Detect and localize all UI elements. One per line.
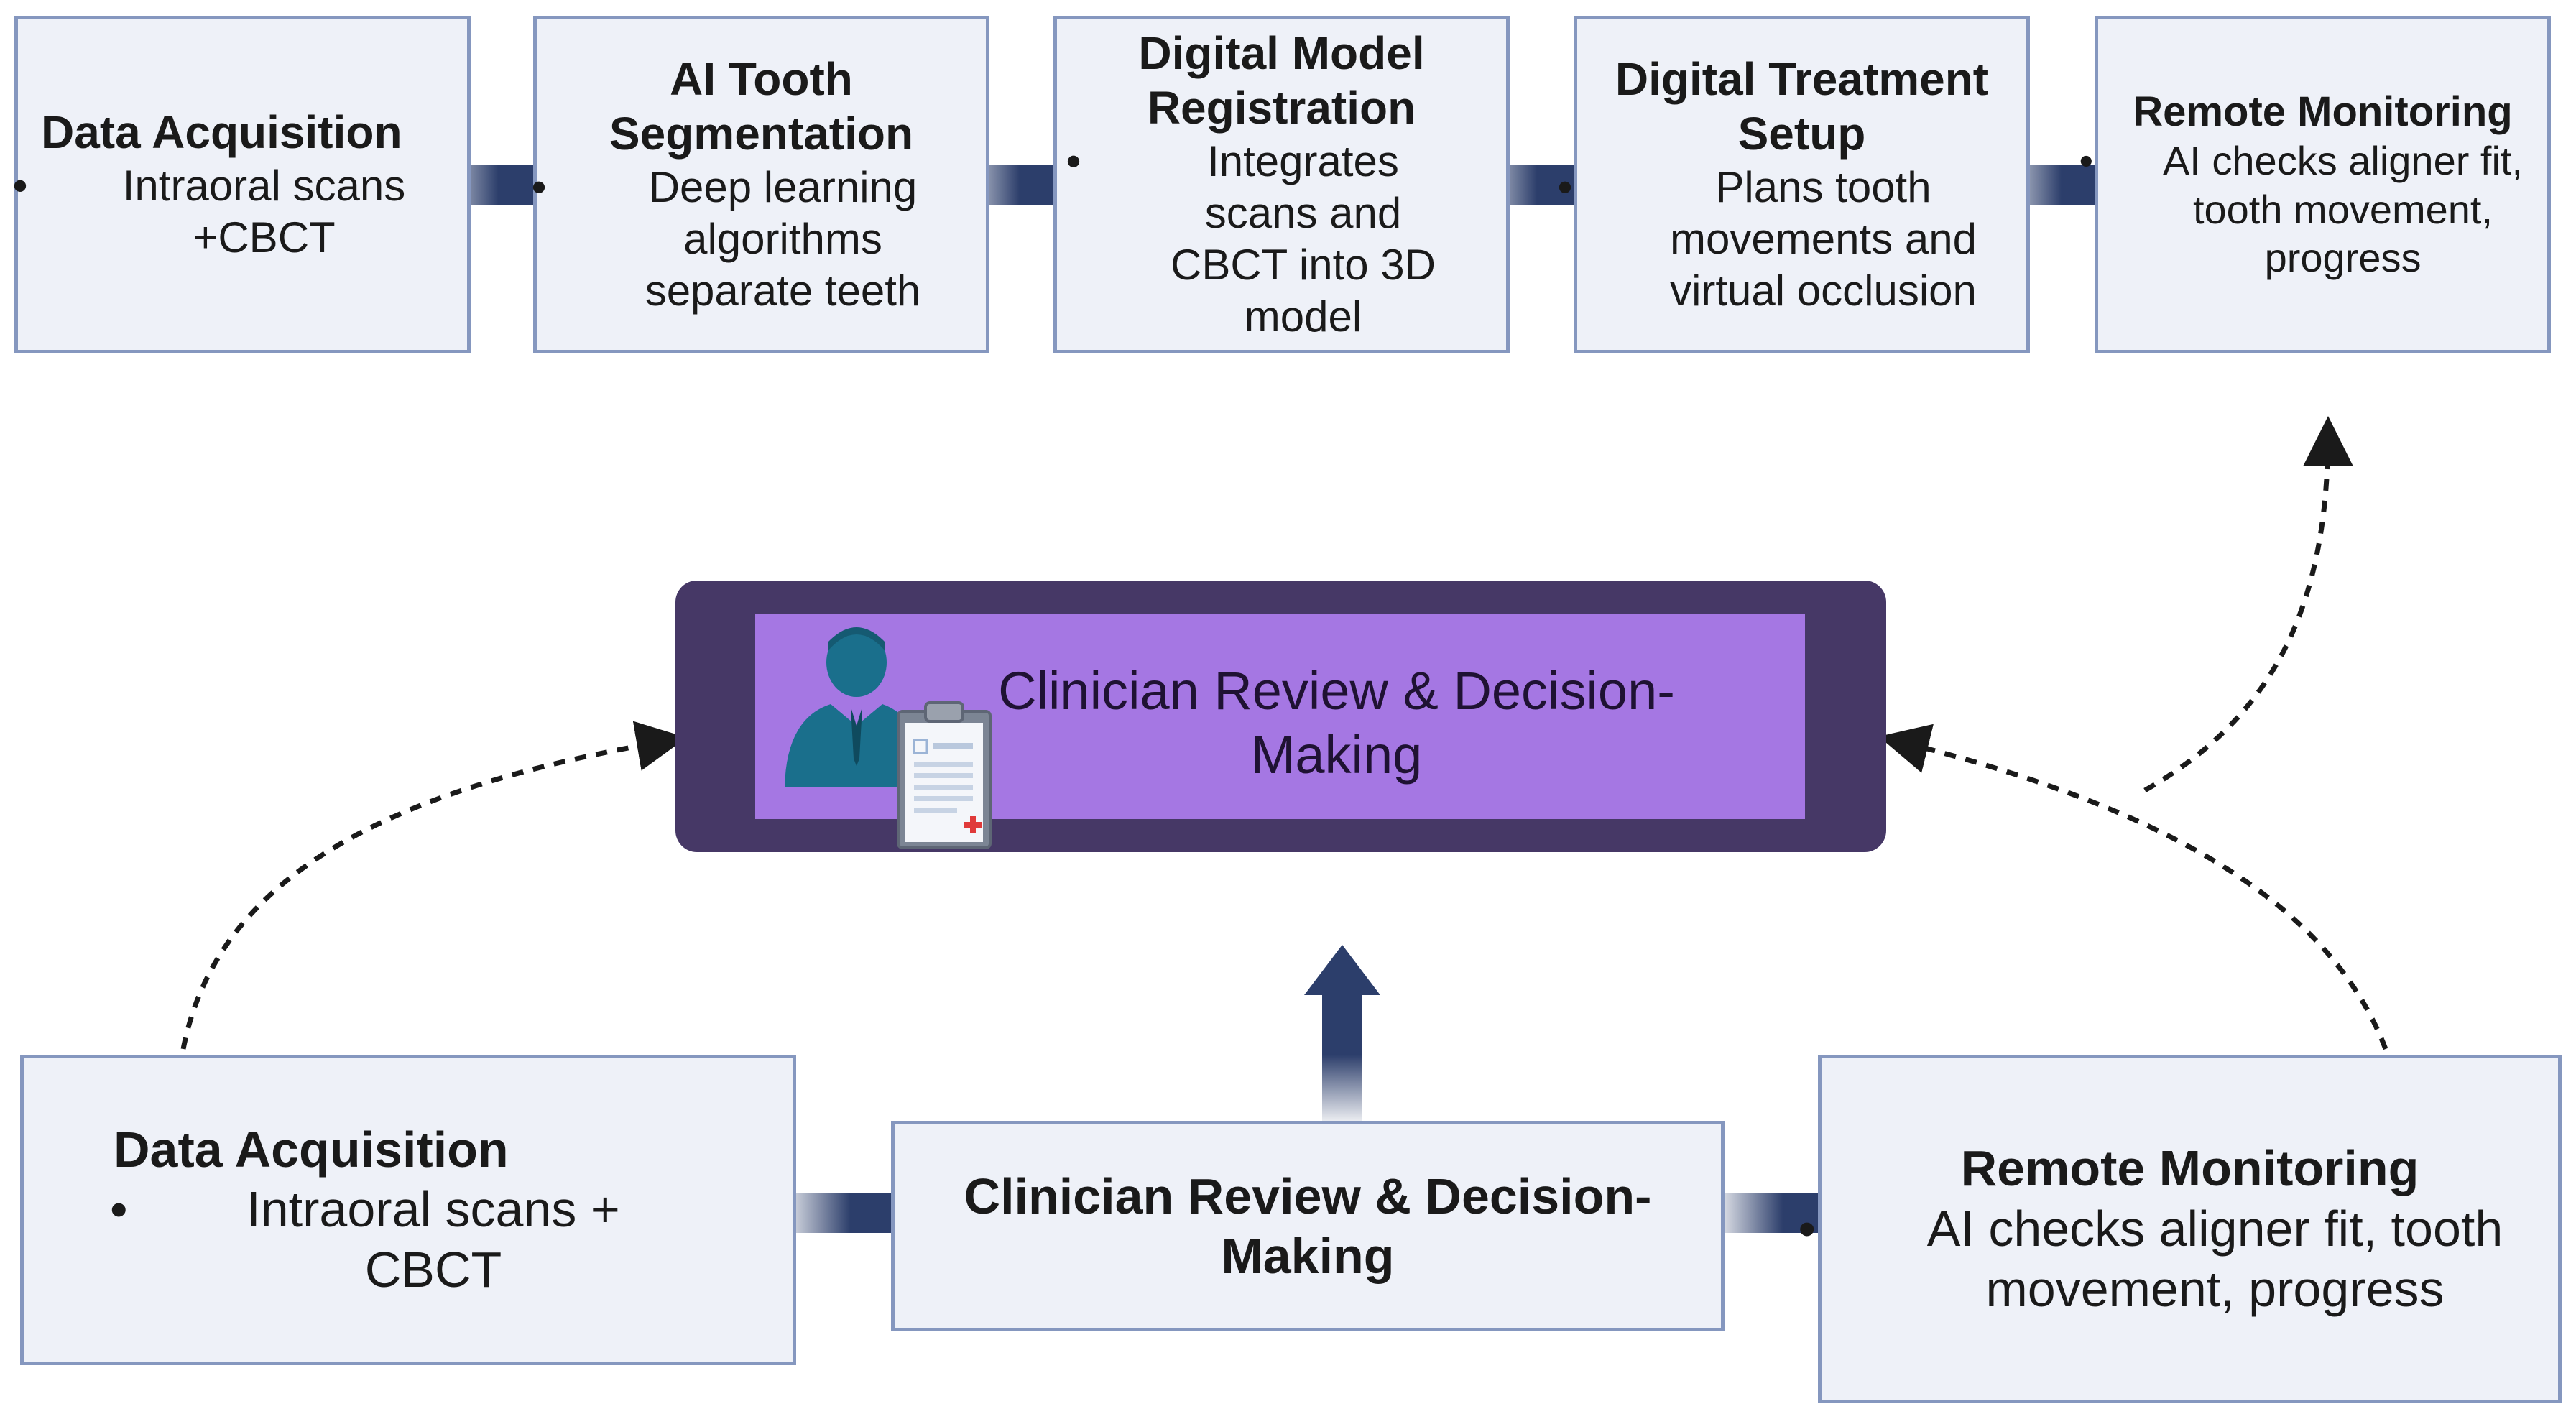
box-title: Remote Monitoring [2133, 88, 2513, 135]
dashed-arrow-center-to-top-monitoring [2143, 416, 2353, 793]
top-box-data-acquisition: Data Acquisition Intraoral scans +CBCT [13, 16, 471, 353]
box-bullet: Intraoral scans +CBCT [13, 160, 430, 264]
dashed-arrow-monitoring-to-center [1878, 724, 2388, 1050]
dashed-arrow-acquisition-to-center [180, 721, 687, 1050]
box-bullet: AI checks aligner fit, tooth movement, p… [1799, 1198, 2531, 1319]
top-box-digital-model-registration: Digital Model Registration Integrates sc… [1053, 16, 1510, 353]
box-bullet: Deep learning algorithms separate teeth [532, 162, 948, 317]
box-bullet: AI checks aligner fit, tooth movement, p… [2079, 137, 2526, 282]
clinician-with-clipboard-icon [785, 627, 992, 849]
bottom-box-clinician-review: Clinician Review & Decision-Making [891, 1121, 1725, 1331]
box-title: Clinician Review & Decision-Making [964, 1168, 1652, 1284]
arrow-review-up-to-center [1304, 945, 1380, 1128]
box-bullet: Plans tooth movements and virtual occlus… [1558, 162, 2003, 317]
box-title: Remote Monitoring [1960, 1140, 2419, 1197]
box-title: Data Acquisition [41, 106, 402, 159]
top-box-digital-treatment-setup: Digital Treatment Setup Plans tooth move… [1558, 16, 2030, 353]
box-bullet: Intraoral scans + CBCT [110, 1179, 656, 1300]
top-box-remote-monitoring: Remote Monitoring AI checks aligner fit,… [2079, 16, 2551, 353]
top-box-ai-tooth-segmentation: AI Tooth Segmentation Deep learning algo… [532, 16, 989, 353]
bottom-box-data-acquisition: Data Acquisition Intraoral scans + CBCT [20, 1055, 796, 1365]
box-bullet: Integrates scans and CBCT into 3D model [1066, 136, 1454, 343]
box-title: Digital Model Registration [1138, 27, 1425, 134]
box-title: Data Acquisition [114, 1121, 509, 1178]
box-title: AI Tooth Segmentation [609, 53, 914, 160]
clinician-review-label: Clinician Review & Decision-Making [998, 661, 1675, 785]
bottom-box-remote-monitoring: Remote Monitoring AI checks aligner fit,… [1799, 1055, 2562, 1403]
box-title: Digital Treatment Setup [1615, 53, 1989, 160]
